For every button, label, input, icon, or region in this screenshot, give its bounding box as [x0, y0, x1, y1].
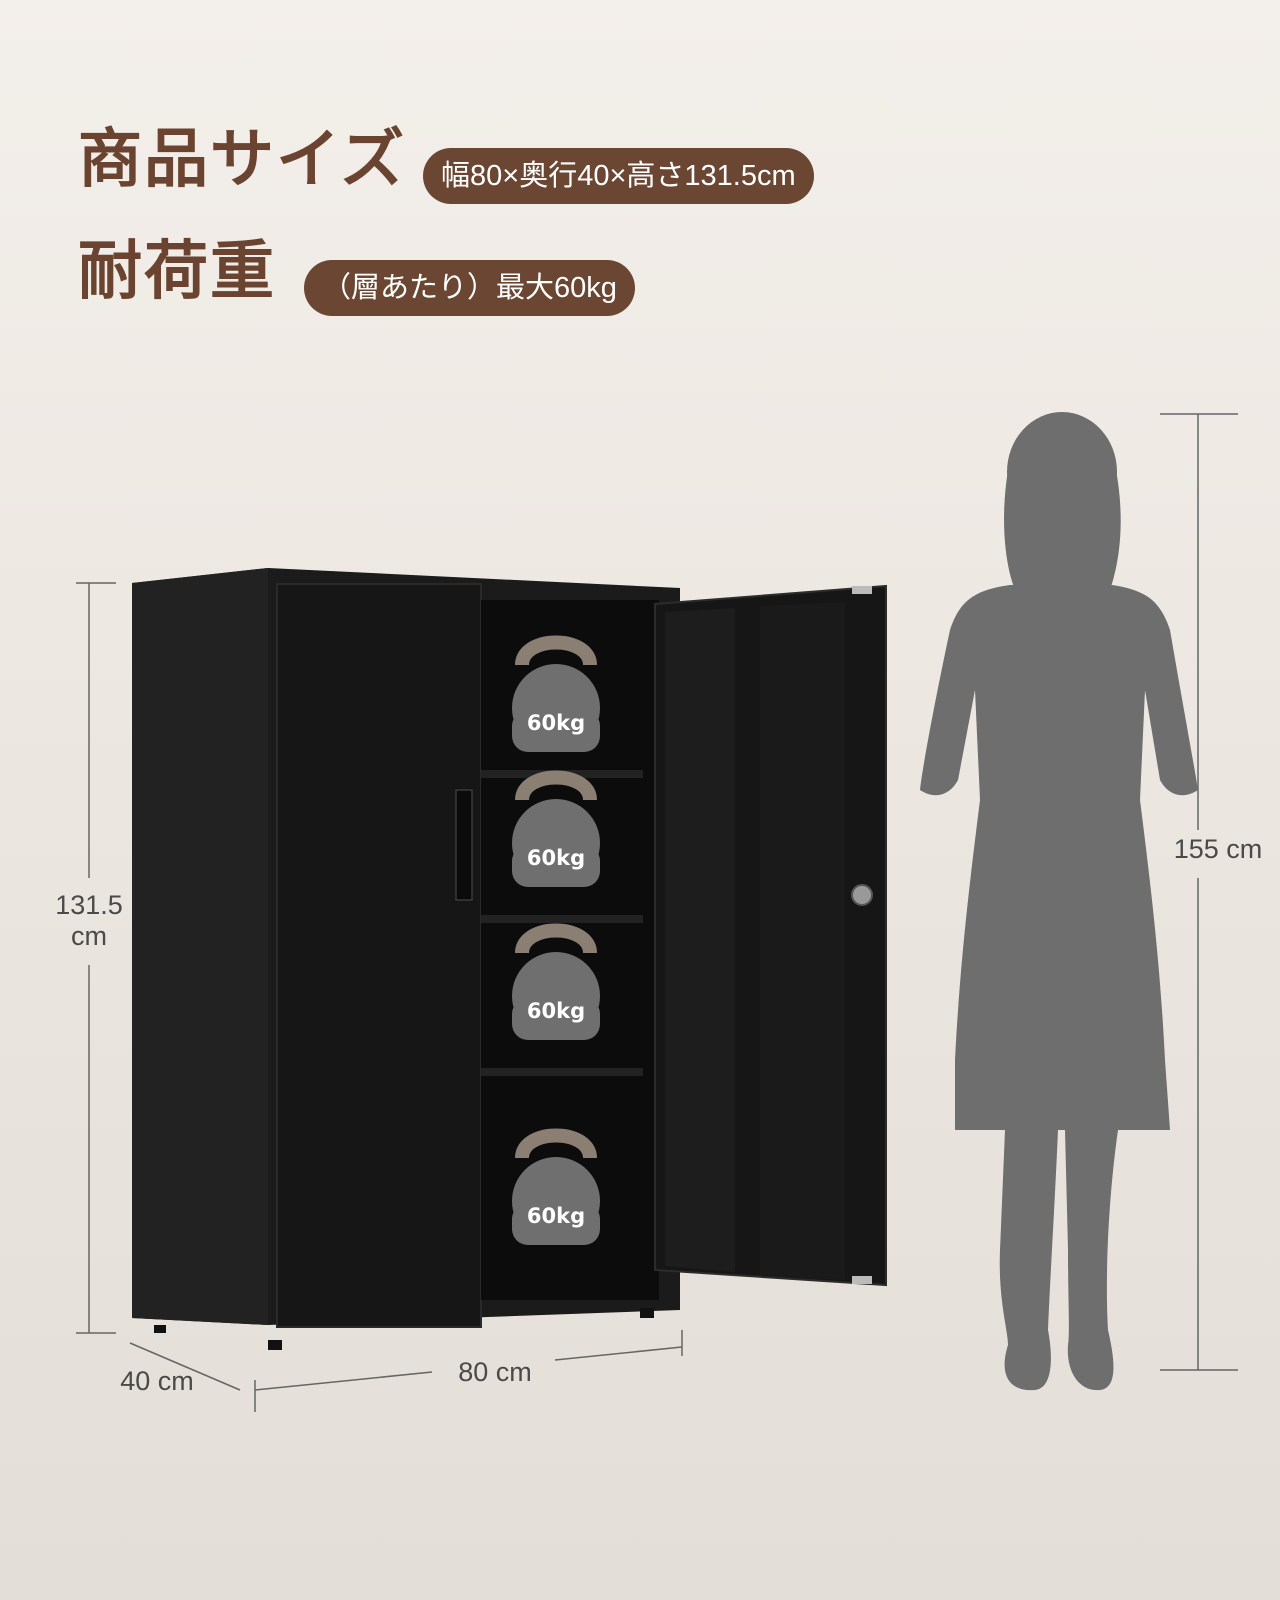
width-dimension-label: 80 cm [458, 1357, 532, 1387]
height-dimension-label: 131.5 cm [55, 890, 123, 952]
depth-dimension-label: 40 cm [120, 1366, 194, 1396]
person-height-label: 155 cm [1173, 834, 1263, 864]
weight-label: 60kg [527, 1204, 585, 1228]
kettlebell-3: 60kg [512, 923, 600, 1040]
size-heading: 商品サイズ [78, 123, 407, 197]
shelf-2 [481, 915, 643, 923]
weight-label: 60kg [527, 846, 585, 870]
dimension-lines [76, 413, 1238, 1412]
cabinet [132, 568, 887, 1350]
size-value-badge: 幅80×奥行40×高さ131.5cm [423, 148, 814, 204]
door-handle [455, 789, 473, 901]
weight-label: 60kg [527, 999, 585, 1023]
kettlebell-2: 60kg [512, 770, 600, 887]
weight-label: 60kg [527, 711, 585, 735]
kettlebell-1: 60kg [512, 635, 600, 752]
shelf-3 [481, 1068, 643, 1076]
load-heading: 耐荷重 [78, 235, 276, 309]
load-value-badge: （層あたり）最大60kg [304, 260, 635, 316]
lock-icon [851, 884, 873, 906]
person-silhouette [920, 412, 1198, 1391]
kettlebell-4: 60kg [512, 1128, 600, 1245]
left-door [276, 583, 482, 1328]
